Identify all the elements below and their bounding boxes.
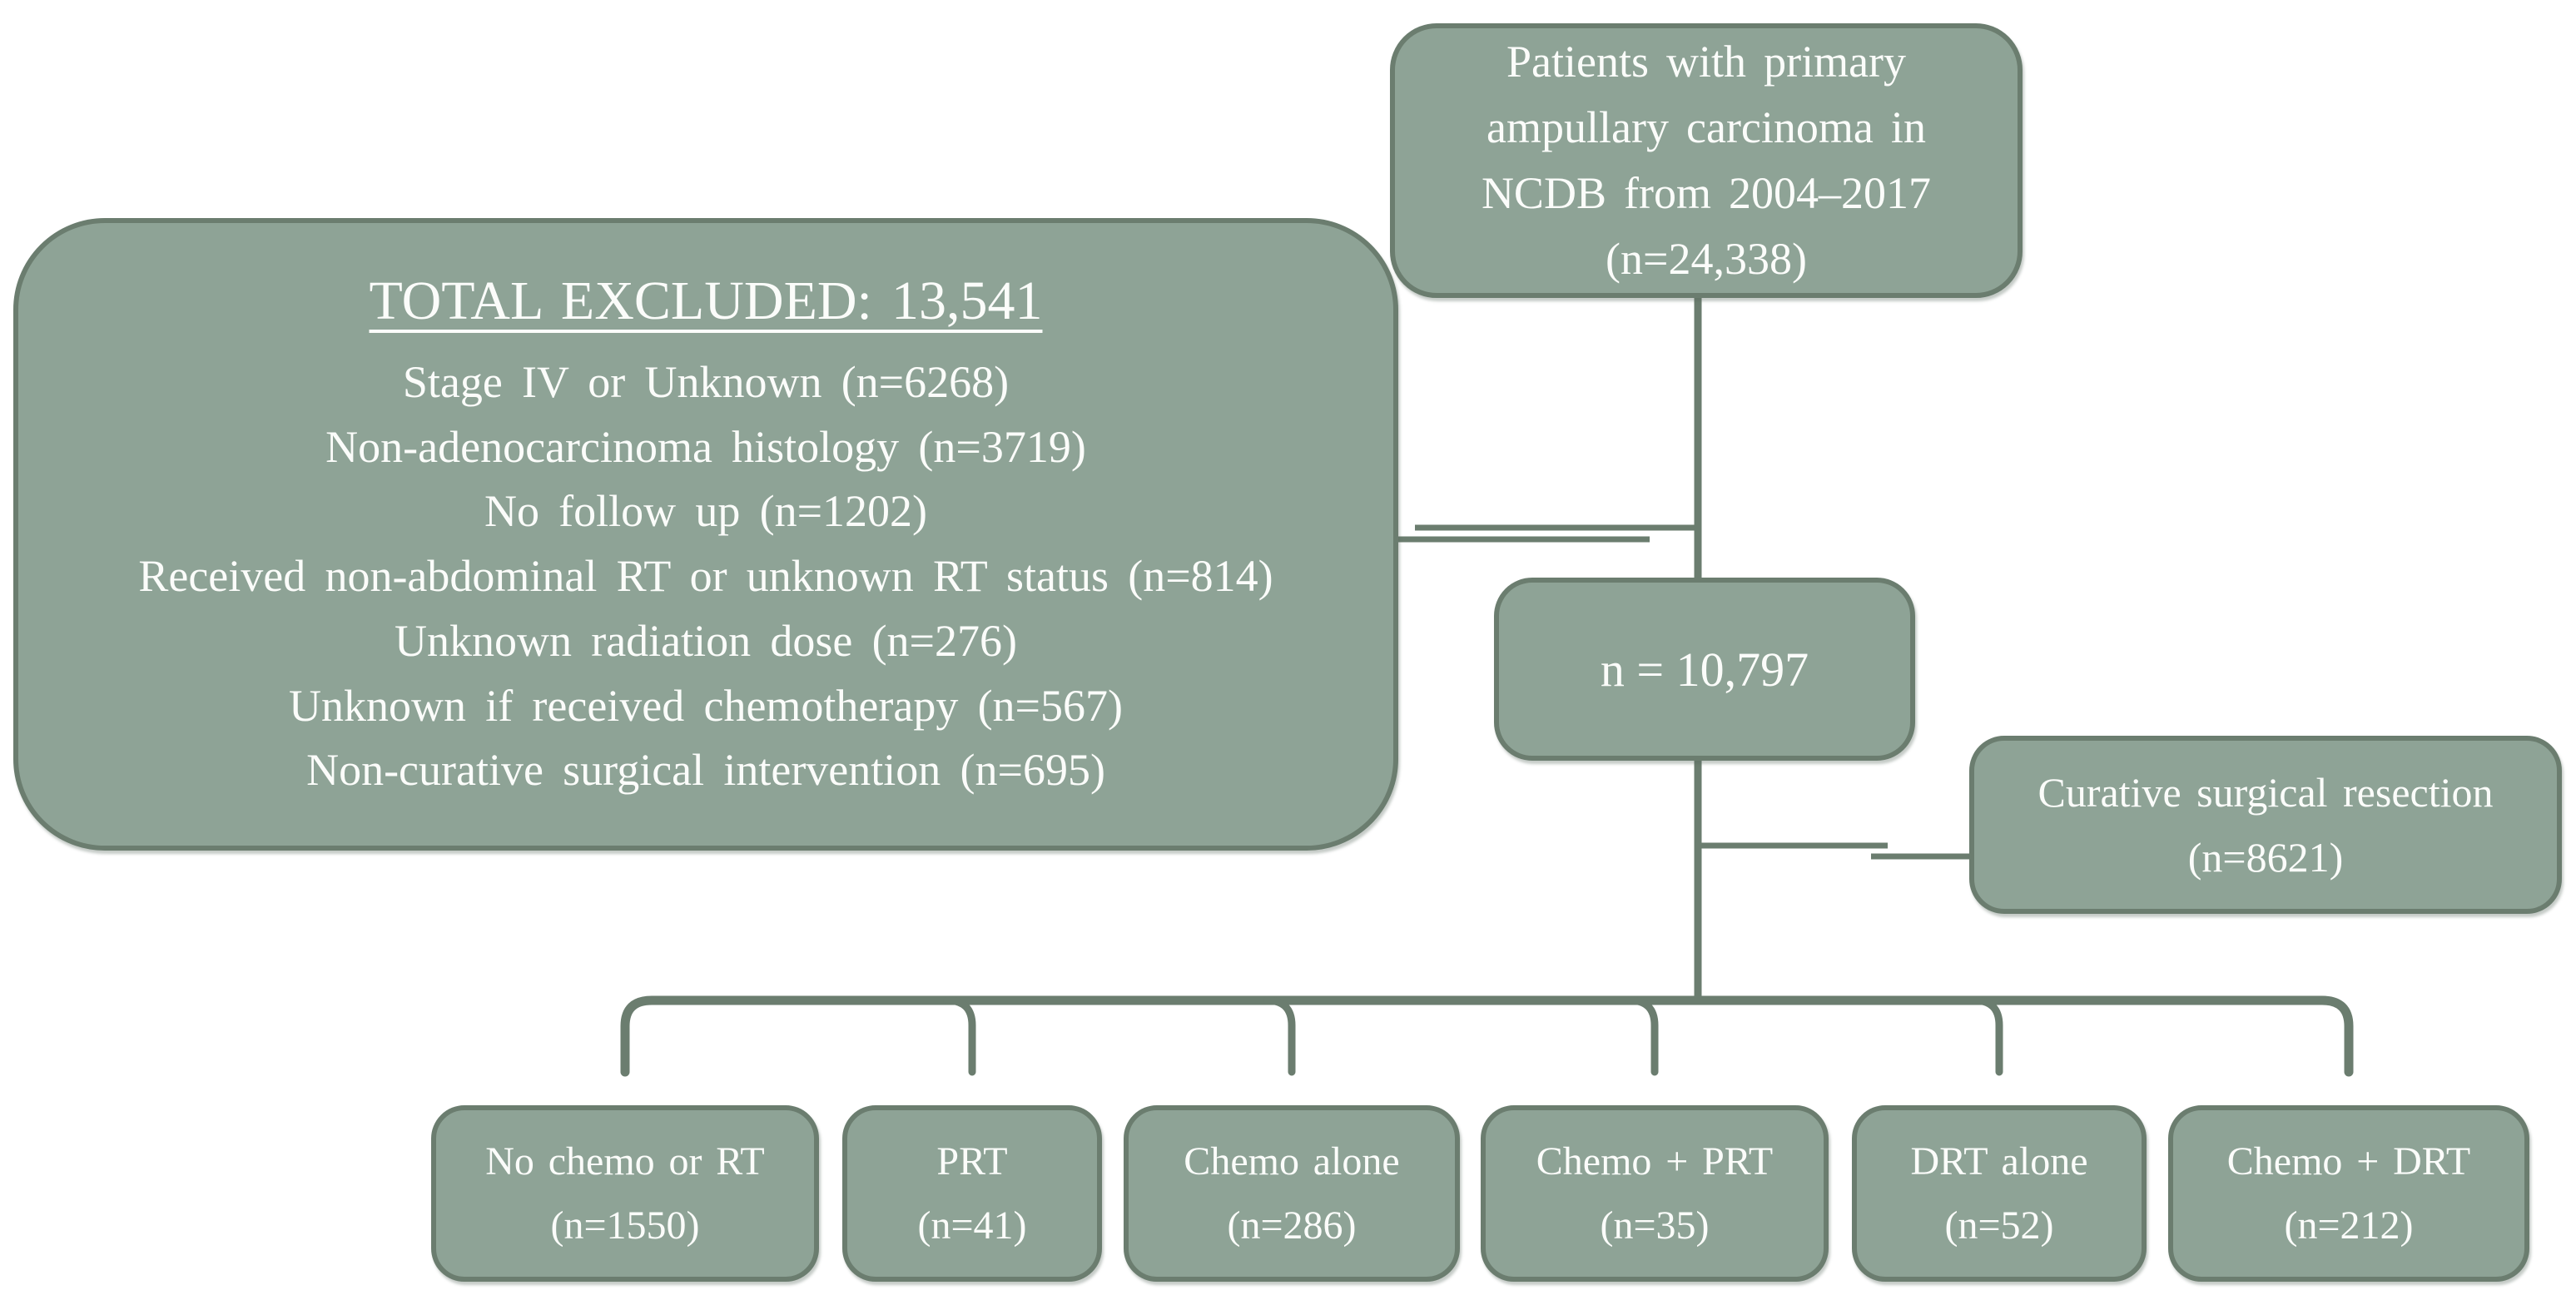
treatment-box-prt: PRT (n=41) [842, 1105, 1102, 1282]
excluded-item-followup: No follow up (n=1202) [484, 486, 928, 537]
bracket-drop-drt-alone [1970, 996, 2003, 1076]
treatment-name: No chemo or RT [485, 1139, 765, 1183]
bracket-drop-chemo-alone [1263, 996, 1296, 1076]
treatment-name: Chemo + PRT [1536, 1139, 1774, 1183]
excluded-item-histology: Non-adenocarcinoma histology (n=3719) [325, 421, 1086, 472]
treatment-name: Chemo alone [1184, 1139, 1400, 1183]
treatment-count: (n=286) [1227, 1203, 1357, 1248]
bracket-rail [620, 995, 2354, 1077]
patients-box-line2: ampullary carcinoma in [1487, 102, 1926, 153]
treatment-count: (n=1550) [550, 1203, 700, 1248]
patients-box-line3: NCDB from 2004–2017 [1481, 168, 1932, 218]
excluded-box: TOTAL EXCLUDED: 13,541 Stage IV or Unkno… [13, 218, 1398, 851]
treatment-name: DRT alone [1910, 1139, 2088, 1183]
treatment-box-drt-alone: DRT alone (n=52) [1852, 1105, 2147, 1282]
resection-label: Curative surgical resection [2037, 769, 2494, 816]
patients-box-line1: Patients with primary [1506, 37, 1907, 87]
treatment-name: PRT [936, 1139, 1008, 1183]
excluded-title: TOTAL EXCLUDED: 13,541 [369, 270, 1043, 331]
treatment-box-no-chemo-rt: No chemo or RT (n=1550) [431, 1105, 819, 1282]
patients-box: Patients with primary ampullary carcinom… [1390, 23, 2023, 298]
treatment-box-chemo-drt: Chemo + DRT (n=212) [2168, 1105, 2529, 1282]
treatment-count: (n=41) [917, 1203, 1027, 1248]
treatment-box-chemo-prt: Chemo + PRT (n=35) [1481, 1105, 1829, 1282]
bracket-drop-prt [943, 996, 976, 1076]
treatment-name: Chemo + DRT [2226, 1139, 2471, 1183]
excluded-item-rt-status: Received non-abdominal RT or unknown RT … [138, 551, 1273, 602]
excluded-item-noncurative: Non-curative surgical intervention (n=69… [306, 745, 1105, 796]
treatment-box-chemo-alone: Chemo alone (n=286) [1124, 1105, 1460, 1282]
bracket-drop-chemo-prt [1626, 996, 1659, 1076]
treatment-count: (n=52) [1944, 1203, 2054, 1248]
patients-box-count: (n=24,338) [1606, 233, 1807, 284]
treatment-count: (n=212) [2284, 1203, 2414, 1248]
excluded-item-radiation-dose: Unknown radiation dose (n=276) [395, 615, 1017, 666]
excluded-item-chemo-unknown: Unknown if received chemotherapy (n=567) [289, 680, 1123, 731]
resection-box: Curative surgical resection (n=8621) [1969, 736, 2562, 914]
excluded-item-stage: Stage IV or Unknown (n=6268) [402, 356, 1010, 407]
treatment-count: (n=35) [1600, 1203, 1710, 1248]
cohort-count: n = 10,797 [1600, 642, 1809, 697]
resection-count: (n=8621) [2187, 833, 2344, 881]
cohort-box: n = 10,797 [1494, 578, 1915, 761]
